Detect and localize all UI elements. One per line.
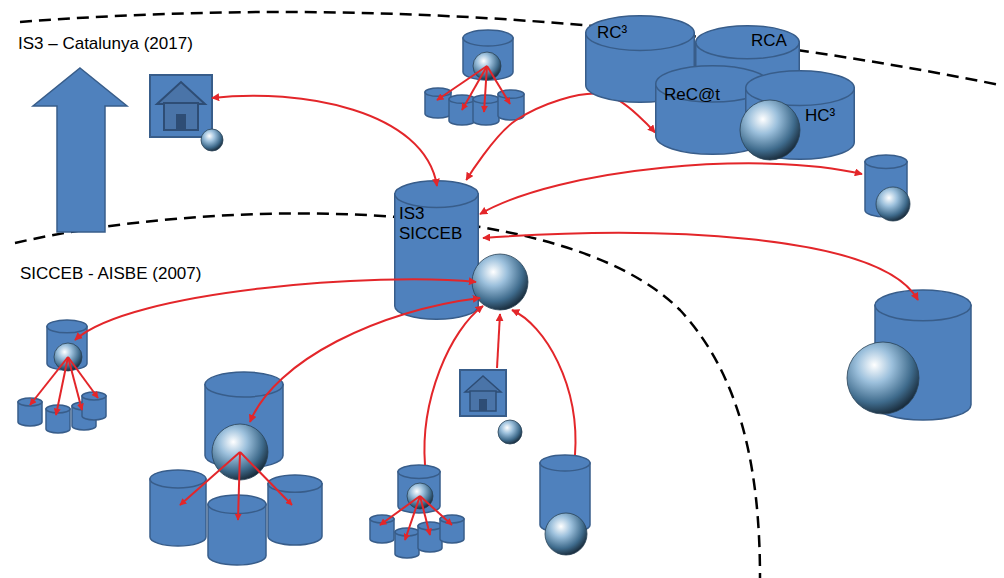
local-link	[56, 357, 68, 415]
store-name: ReC@t	[664, 85, 720, 105]
database-cylinder	[268, 475, 322, 545]
cylinder-outline	[745, 70, 855, 160]
hub-link	[212, 96, 437, 186]
local-link	[487, 66, 510, 104]
local-link	[180, 452, 240, 505]
store-name: RC³	[597, 23, 627, 43]
house-icon	[460, 370, 506, 416]
local-link	[462, 66, 487, 110]
database-cylinder	[440, 515, 464, 543]
era-label: IS3 – Catalunya (2017)	[18, 34, 193, 54]
link-arrow	[466, 94, 655, 180]
database-cylinder	[473, 95, 499, 125]
era-label: SICCEB - AISBE (2007)	[20, 264, 201, 284]
hub-link	[497, 314, 500, 368]
database-cylinder	[498, 90, 524, 120]
store-name: RCA	[751, 31, 787, 51]
database-cylinder	[395, 181, 479, 320]
local-link	[420, 496, 452, 525]
growth-arrow	[33, 68, 127, 232]
local-link	[405, 496, 420, 540]
hub-link	[483, 233, 918, 300]
database-cylinder	[418, 522, 442, 552]
local-link	[484, 66, 487, 112]
hub-link	[424, 306, 483, 465]
local-links	[30, 66, 510, 540]
database-cylinder	[150, 470, 206, 546]
local-link	[68, 357, 98, 398]
sphere	[545, 513, 587, 555]
database-cylinder	[370, 515, 394, 543]
sphere	[472, 254, 528, 310]
local-link	[240, 452, 292, 505]
database-cylinder	[208, 495, 266, 565]
hub-link	[480, 163, 862, 214]
database-group	[18, 30, 971, 565]
database-cylinder	[398, 465, 440, 513]
sphere	[876, 187, 910, 221]
house-icon	[150, 75, 212, 137]
local-link	[238, 452, 240, 520]
sphere	[847, 342, 919, 414]
inner-boundary	[15, 213, 760, 578]
sphere	[201, 129, 223, 151]
local-link	[437, 66, 487, 100]
sphere	[498, 420, 522, 444]
database-cylinder	[18, 398, 42, 426]
hub-link	[250, 298, 480, 422]
database-cylinder	[82, 392, 106, 420]
hub-link	[512, 310, 575, 455]
database-cylinder	[463, 30, 513, 80]
local-link	[380, 496, 420, 525]
store-name: HC³	[805, 106, 835, 126]
database-node: HC³	[745, 70, 855, 160]
sphere	[740, 100, 800, 160]
sphere-group	[54, 52, 919, 555]
store-name: IS3 SICCEB	[399, 204, 471, 245]
